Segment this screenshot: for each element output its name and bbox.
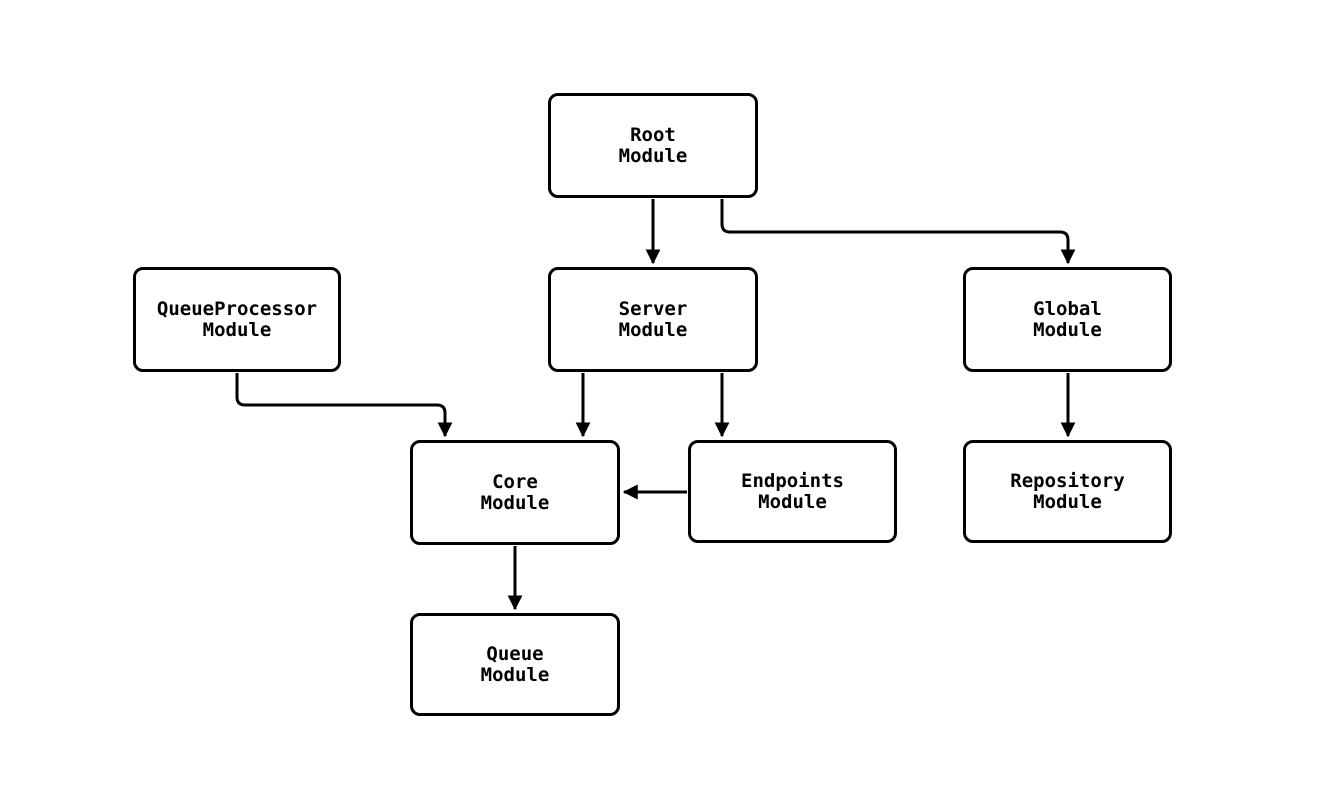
node-endpoints-module: Endpoints Module bbox=[688, 440, 897, 543]
node-queue-module: Queue Module bbox=[410, 613, 620, 716]
node-label-line: Module bbox=[1033, 490, 1102, 513]
edge-root-to-global bbox=[720, 199, 1076, 265]
node-label-line: Module bbox=[480, 491, 550, 514]
node-server-module: Server Module bbox=[548, 267, 758, 372]
node-label-line: Server bbox=[618, 297, 688, 320]
node-label-line: Module bbox=[758, 490, 827, 513]
node-label-line: Global bbox=[1033, 297, 1102, 320]
node-repository-module: Repository Module bbox=[963, 440, 1172, 543]
node-label-line: Queue bbox=[486, 642, 544, 665]
node-label-line: Module bbox=[480, 663, 550, 686]
node-label-line: Module bbox=[202, 318, 272, 341]
node-core-module: Core Module bbox=[410, 440, 620, 545]
node-root-module: Root Module bbox=[548, 93, 758, 198]
node-label-line: Endpoints bbox=[741, 469, 844, 492]
node-label-line: Root bbox=[630, 123, 676, 146]
edge-queueprocessor-to-core bbox=[235, 373, 453, 438]
node-label-line: Module bbox=[1033, 318, 1102, 341]
node-label-line: Core bbox=[492, 470, 538, 493]
node-global-module: Global Module bbox=[963, 267, 1172, 372]
node-queueprocessor-module: QueueProcessor Module bbox=[133, 267, 341, 372]
node-label-line: QueueProcessor bbox=[156, 297, 318, 320]
node-label-line: Module bbox=[618, 144, 688, 167]
node-label-line: Repository bbox=[1010, 469, 1125, 492]
node-label-line: Module bbox=[618, 318, 688, 341]
